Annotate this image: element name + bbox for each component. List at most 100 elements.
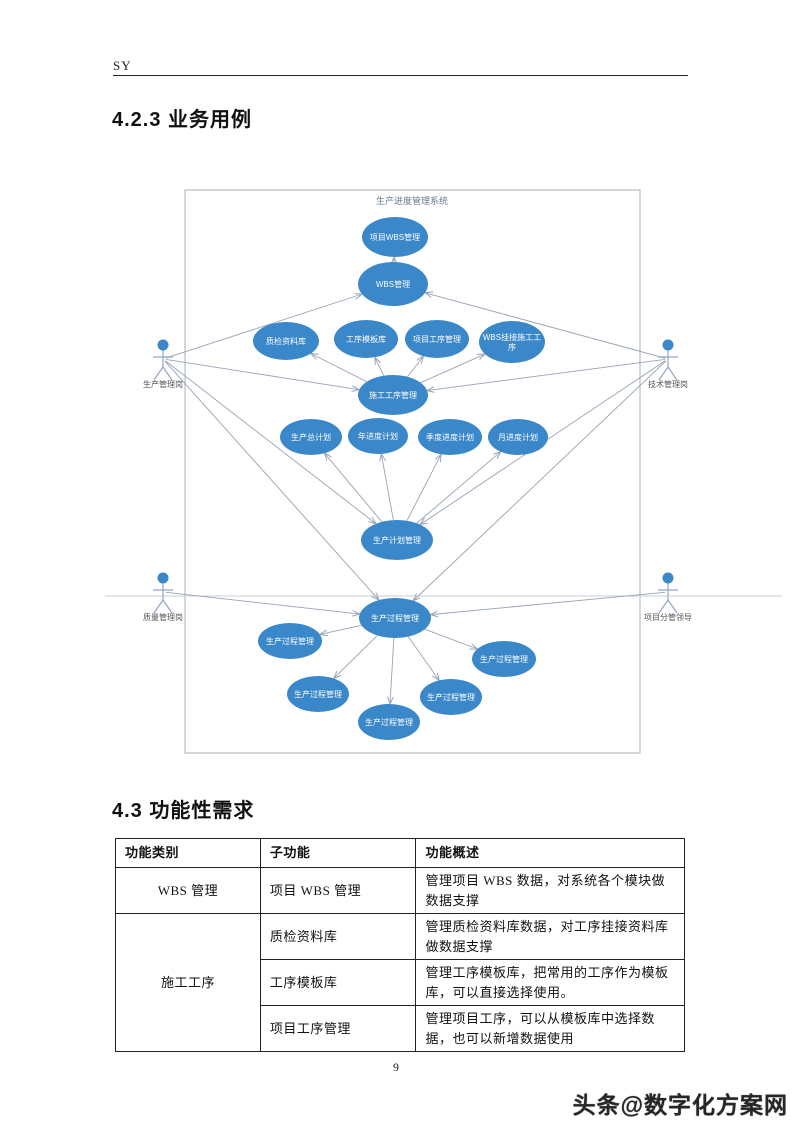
use-case-ellipse [348,418,408,454]
use-case-ellipse [418,419,482,455]
subfunction-cell: 项目 WBS 管理 [259,867,417,914]
use-case-node: 生产过程管理 [287,676,349,712]
use-case-label: 季度进度计划 [426,432,474,442]
subfunction-cell: 质检资料库 [259,913,417,960]
association-edge [325,453,383,523]
actor-head [157,339,169,351]
use-case-ellipse [359,598,431,638]
association-edge [420,354,485,384]
table-row: 项目工序管理 管理项目工序，可以从模板库中选择数据，也可以新增数据使用 [116,1005,685,1052]
subfunction-cell: 工序模板库 [259,959,417,1006]
use-case-ellipse [420,679,482,715]
association-edge [406,454,441,521]
use-case-node: 生产过程管理 [258,623,322,659]
section-title-functional: 4.3 功能性需求 [112,800,255,822]
use-case-ellipse [472,641,536,677]
use-case-node: 项目WBS管理 [362,217,428,257]
use-case-label: WBS挂接施工工序 [483,332,541,352]
watermark: 头条@数字化方案网 [572,1092,788,1118]
association-edge [416,452,501,524]
actor-head [662,572,674,584]
actor-label: 质量管理岗 [143,612,183,622]
actor-figure: 质量管理岗 [143,572,183,622]
use-case-node: 年进度计划 [348,418,408,454]
system-boundary-box [184,189,641,754]
actor-figure: 项目分管领导 [644,572,692,622]
association-edge [427,358,666,390]
use-case-label: 生产过程管理 [266,636,314,646]
use-case-node: 季度进度计划 [418,419,482,455]
category-cell: WBS 管理 [115,867,261,914]
category-cell: 施工工序 [115,913,261,1052]
use-case-ellipse [358,375,428,415]
use-case-diagram: 项目WBS管理 WBS管理质检资料库 工序模板库 项目工序管理 WBS挂接施工工序施工工… [0,180,800,772]
association-edge [381,454,394,521]
use-case-label: 生产过程管理 [294,689,342,699]
use-case-label: 生产过程管理 [365,717,413,727]
col-header-category: 功能类别 [115,838,261,868]
use-case-ellipse [362,217,428,257]
association-edge [165,591,360,614]
use-case-node: 质检资料库 [253,322,319,360]
association-edge [390,637,395,704]
use-case-node: WBS管理 [358,262,428,306]
functional-requirements-table: 功能类别 子功能 功能概述 WBS 管理 项目 WBS 管理 管理项目 WBS … [115,838,685,1052]
summary-cell: 管理工序模板库，把常用的工序作为模板库，可以直接选择使用。 [415,959,685,1006]
use-case-label: 生产计划管理 [373,535,421,545]
table-header-row: 功能类别 子功能 功能概述 [115,838,685,868]
system-title: 生产进度管理系统 [376,195,448,206]
subfunction-cell: 项目工序管理 [259,1005,417,1052]
table-row: 工序模板库 管理工序模板库，把常用的工序作为模板库，可以直接选择使用。 [116,959,685,1006]
association-edge [375,357,385,376]
header-rule [113,75,688,76]
actor-figure: 技术管理岗 [648,339,688,389]
association-edge [430,591,666,614]
association-edge [165,360,376,524]
use-case-ellipse [253,322,319,360]
use-case-ellipse [361,520,433,560]
page-header: SY [113,58,688,76]
use-case-node: 生产过程管理 [358,704,420,740]
page-number: 9 [393,1060,399,1074]
section-title-use-case: 4.2.3 业务用例 [112,109,253,131]
use-case-label: 项目工序管理 [413,334,461,344]
association-edge [424,628,478,649]
use-case-label: 生产过程管理 [371,613,419,623]
summary-cell: 管理质检资料库数据，对工序挂接资料库做数据支撑 [415,913,685,960]
use-case-ellipse [287,676,349,712]
use-case-node: WBS挂接施工工序 [479,321,545,363]
association-edge [413,360,667,601]
col-header-summary: 功能概述 [415,838,685,868]
association-edge [165,359,359,389]
actor-figure: 生产管理岗 [143,339,183,389]
association-edge [334,635,378,678]
use-case-node: 生产过程管理 [420,679,482,715]
association-edge [407,636,439,681]
association-edge [425,293,666,359]
use-case-label: 项目WBS管理 [370,232,420,242]
use-case-ellipse [358,262,428,306]
use-case-label: 施工工序管理 [369,390,417,400]
use-case-ellipse [479,321,545,363]
association-edge [406,356,423,378]
association-edge [311,354,367,383]
use-case-node: 施工工序管理 [358,375,428,415]
use-case-ellipse [358,704,420,740]
use-case-label: 生产过程管理 [480,654,528,664]
use-case-ellipse [334,320,398,358]
actor-head [157,572,169,584]
use-case-label: 工序模板库 [346,334,386,344]
use-case-label: 生产总计划 [291,432,331,442]
table-row: WBS 管理 项目 WBS 管理 管理项目 WBS 数据，对系统各个模块做数据支… [115,867,685,914]
actor-label: 技术管理岗 [648,379,688,389]
table-row: 施工工序 质检资料库 管理质检资料库数据，对工序挂接资料库做数据支撑 [115,913,685,1052]
use-case-node: 工序模板库 [334,320,398,358]
actor-head [662,339,674,351]
use-case-label: 年进度计划 [358,431,398,441]
use-case-node: 生产总计划 [280,419,342,455]
association-edge [165,294,362,359]
use-case-ellipse [405,320,469,358]
header-text: SY [113,58,132,73]
